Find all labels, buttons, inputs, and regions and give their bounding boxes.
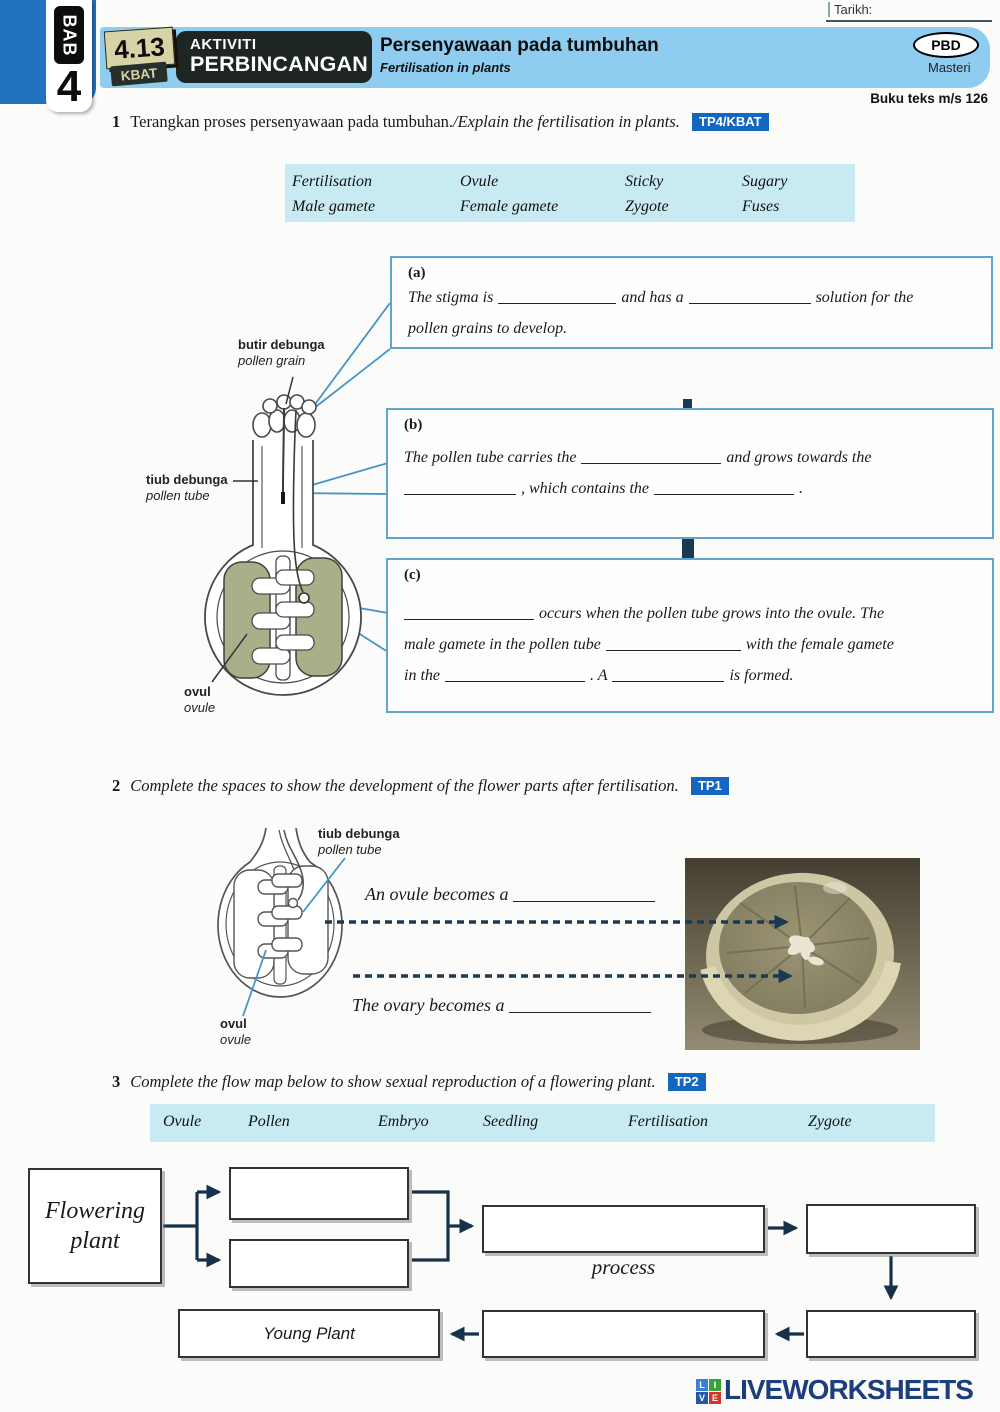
citrus-fruit-photo — [685, 858, 920, 1050]
answer-blank[interactable] — [445, 667, 585, 682]
date-line[interactable] — [826, 20, 992, 22]
q2-sentence-1: An ovule becomes a — [365, 884, 660, 905]
box-a-tag: (a) — [408, 265, 426, 281]
ovule-label: ovul ovule — [184, 684, 216, 715]
word-bank-item[interactable]: Embryo — [378, 1113, 429, 1130]
activity-line2: PERBINCANGAN — [190, 52, 368, 76]
answer-box-c: (c) occurs when the pollen tube grows in… — [386, 558, 994, 713]
question-3-text: Complete the flow map below to show sexu… — [130, 1072, 656, 1091]
activity-line1: AKTIVITI — [190, 36, 257, 53]
page-title-ms: Persenyawaan pada tumbuhan — [380, 35, 659, 56]
activity-badge: AKTIVITI PERBINCANGAN — [176, 31, 372, 83]
chapter-label-box: BAB — [54, 6, 84, 64]
tp2-badge: TP2 — [667, 1073, 706, 1091]
answer-blank[interactable] — [581, 449, 722, 464]
flow-box-young-plant: Young Plant — [178, 1309, 440, 1358]
word-bank-2 — [150, 1104, 935, 1142]
flow-box-blank-1[interactable] — [229, 1167, 409, 1220]
word-bank-item[interactable]: Sticky — [625, 173, 664, 190]
flow-box-start: Flowering plant — [28, 1168, 162, 1284]
word-bank-item[interactable]: Seedling — [483, 1113, 539, 1130]
connector-nub — [682, 539, 694, 558]
answer-blank[interactable] — [509, 998, 652, 1013]
word-bank-item[interactable]: Fuses — [742, 198, 780, 215]
answer-blank[interactable] — [498, 289, 617, 304]
question-3: 3 Complete the flow map below to show sex… — [112, 1072, 706, 1092]
answer-blank[interactable] — [653, 480, 794, 495]
question-2-text: Complete the spaces to show the developm… — [130, 776, 679, 795]
chapter-tab: BAB 4 — [46, 0, 92, 112]
pollen-grain-label: butir debunga pollen grain — [238, 337, 325, 368]
answer-blank[interactable] — [513, 887, 656, 902]
dotted-arrows — [325, 914, 793, 984]
flow-box-blank-5[interactable] — [806, 1310, 976, 1358]
pbd-oval: PBD — [913, 32, 979, 58]
process-label: process — [591, 1255, 656, 1279]
page-title-en: Fertilisation in plants — [380, 60, 511, 75]
word-bank-item[interactable]: Zygote — [625, 198, 669, 215]
box-c-text: occurs when the pollen tube grows into t… — [404, 605, 894, 684]
word-bank-1 — [285, 164, 855, 222]
word-bank-item[interactable]: Sugary — [742, 173, 788, 190]
word-bank-item[interactable]: Ovule — [460, 173, 499, 190]
flow-box-blank-6[interactable] — [482, 1310, 765, 1358]
brand-text: LIVEWORKSHEETS — [724, 1374, 974, 1405]
word-bank-item[interactable]: Male gamete — [292, 198, 376, 215]
question-1-number: 1 — [112, 112, 121, 131]
flow-box-blank-3[interactable] — [482, 1205, 765, 1253]
answer-blank[interactable] — [688, 289, 811, 304]
tp1-badge: TP1 — [690, 777, 729, 795]
masteri-label: Masteri — [928, 60, 971, 75]
pollen-tube-label-q2: tiub debunga pollen tube — [318, 826, 400, 857]
word-bank-item[interactable]: Pollen — [248, 1113, 290, 1130]
question-3-number: 3 — [112, 1072, 121, 1091]
box-c-tag: (c) — [404, 567, 421, 583]
pollen-tube-label: tiub debunga pollen tube — [146, 472, 228, 503]
flow-box-blank-4[interactable] — [806, 1204, 976, 1254]
question-1-text-en: /Explain the fertilisation in plants. — [453, 112, 680, 131]
pistil-diagram — [204, 302, 391, 696]
word-bank-item[interactable]: Zygote — [808, 1113, 852, 1130]
flow-map-arrows — [163, 1184, 899, 1342]
logo-tiles-icon: L I V E — [696, 1379, 721, 1404]
answer-blank[interactable] — [612, 667, 725, 682]
word-bank-item[interactable]: Female gamete — [460, 198, 559, 215]
q2-sentence-2: The ovary becomes a — [352, 995, 656, 1016]
question-2: 2 Complete the spaces to show the develop… — [112, 776, 729, 796]
question-2-number: 2 — [112, 776, 121, 795]
ovary-diagram — [217, 827, 346, 1017]
chapter-number: 4 — [56, 62, 82, 111]
word-bank-item[interactable]: Ovule — [163, 1113, 202, 1130]
box-b-tag: (b) — [404, 417, 423, 433]
word-bank-item[interactable]: Fertilisation — [628, 1113, 708, 1130]
word-bank-item[interactable]: Fertilisation — [292, 173, 372, 190]
question-1-text-ms: Terangkan proses persenyawaan pada tumbu… — [130, 112, 454, 131]
tp4-kbat-badge: TP4/KBAT — [692, 113, 769, 131]
connector-nub — [683, 399, 692, 409]
textbook-ref: Buku teks m/s 126 — [870, 91, 988, 106]
chapter-label: BAB — [59, 14, 80, 56]
liveworksheets-logo[interactable]: L I V E LIVEWORKSHEETS — [696, 1374, 974, 1405]
answer-blank[interactable] — [404, 480, 516, 495]
date-label: Tarikh: — [828, 2, 872, 17]
flow-box-blank-2[interactable] — [229, 1239, 409, 1288]
question-1: 1 Terangkan proses persenyawaan pada tumb… — [112, 112, 769, 132]
ovule-label-q2: ovul ovule — [220, 1016, 252, 1047]
answer-blank[interactable] — [605, 636, 741, 651]
answer-blank[interactable] — [404, 605, 534, 620]
